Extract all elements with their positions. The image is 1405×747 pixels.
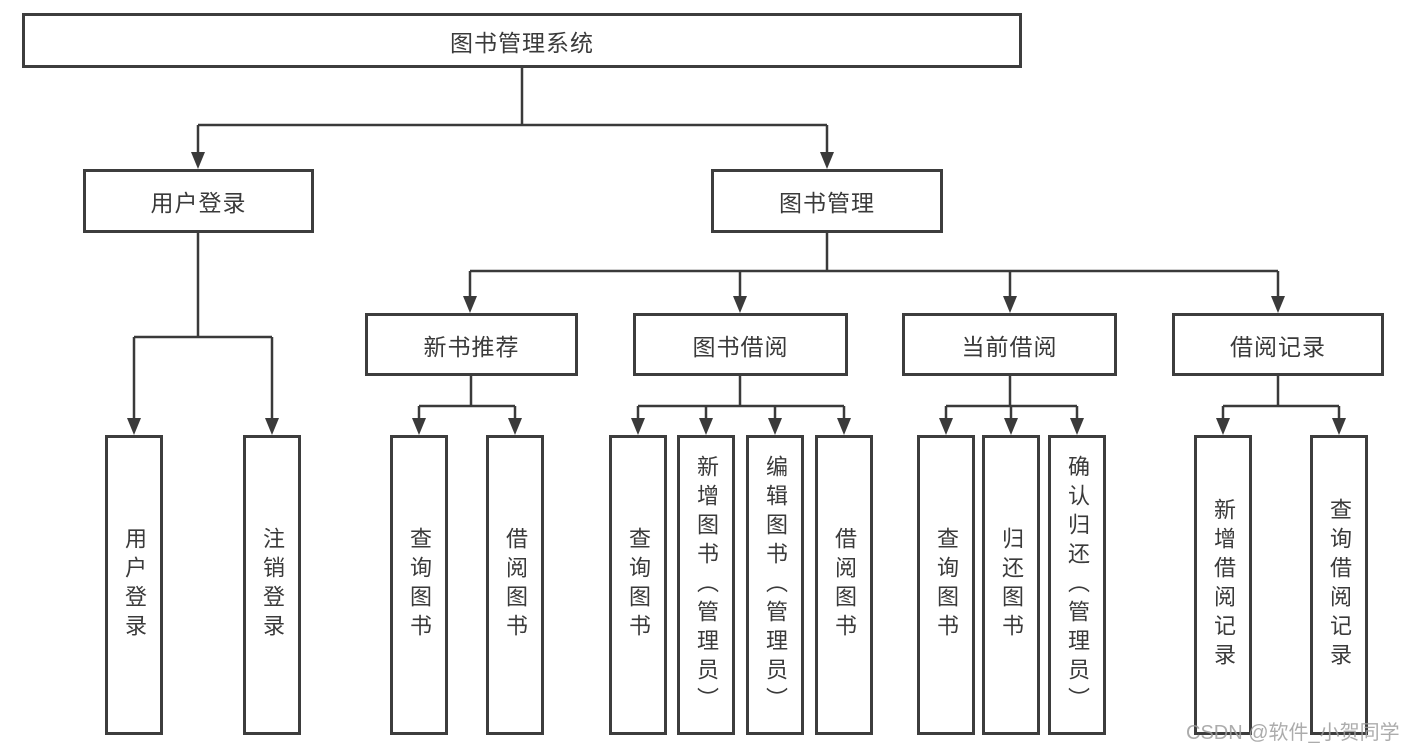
node-user-login: 用户登录 bbox=[83, 169, 314, 233]
node-new-book-recommend: 新书推荐 bbox=[365, 313, 578, 376]
node-current-borrowing: 当前借阅 bbox=[902, 313, 1117, 376]
leaf-confirm-return-admin: 确认归还（管理员） bbox=[1048, 435, 1106, 735]
leaf-borrow-books-borrowing: 借阅图书 bbox=[815, 435, 873, 735]
node-book-borrowing: 图书借阅 bbox=[633, 313, 848, 376]
csdn-watermark: CSDN @软件_小贺同学 bbox=[1186, 722, 1400, 744]
leaf-logout-login: 注销登录 bbox=[243, 435, 301, 735]
leaf-query-books-borrowing: 查询图书 bbox=[609, 435, 667, 735]
node-root: 图书管理系统 bbox=[22, 13, 1022, 68]
leaf-query-books-current: 查询图书 bbox=[917, 435, 975, 735]
leaf-add-borrow-record: 新增借阅记录 bbox=[1194, 435, 1252, 735]
leaf-borrow-books-recommend: 借阅图书 bbox=[486, 435, 544, 735]
node-borrow-records: 借阅记录 bbox=[1172, 313, 1384, 376]
node-book-management: 图书管理 bbox=[711, 169, 943, 233]
leaf-add-book-admin: 新增图书（管理员） bbox=[677, 435, 735, 735]
leaf-return-books: 归还图书 bbox=[982, 435, 1040, 735]
leaf-edit-book-admin: 编辑图书（管理员） bbox=[746, 435, 804, 735]
leaf-query-borrow-record: 查询借阅记录 bbox=[1310, 435, 1368, 735]
leaf-user-login: 用户登录 bbox=[105, 435, 163, 735]
leaf-query-books-recommend: 查询图书 bbox=[390, 435, 448, 735]
